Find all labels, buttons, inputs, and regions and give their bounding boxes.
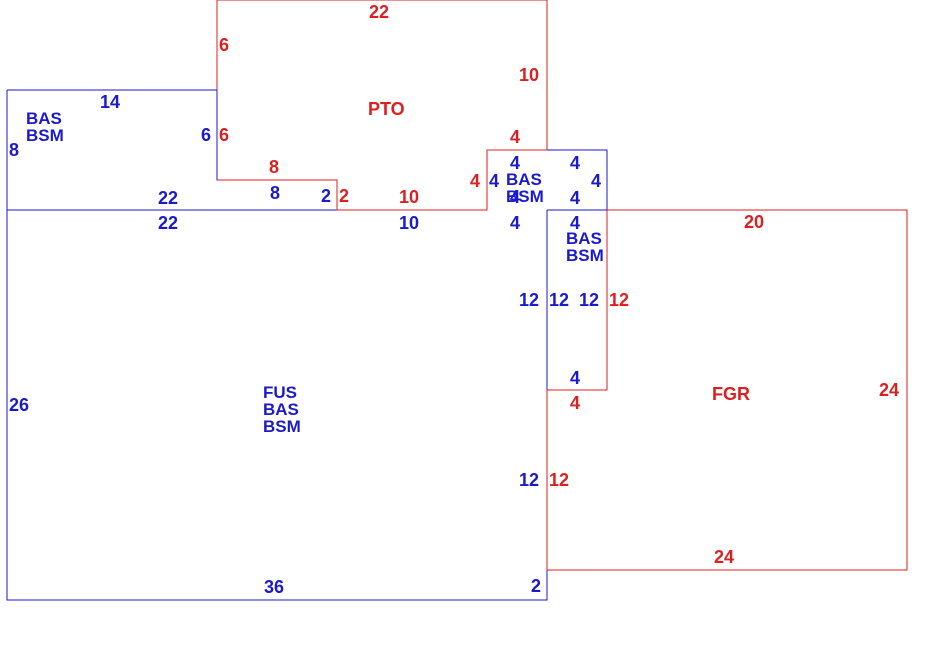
dimension-label: 12 bbox=[609, 290, 629, 310]
dimension-label: 4 bbox=[591, 171, 601, 191]
dimension-label: 2 bbox=[321, 186, 331, 206]
dimension-label: 4 bbox=[510, 127, 520, 147]
upper-left-area-label-2: BSM bbox=[26, 126, 64, 145]
pto-area-label: PTO bbox=[368, 99, 405, 119]
side-strip-area-label-1: BAS bbox=[566, 229, 602, 248]
main-area-label-3: BSM bbox=[263, 417, 301, 436]
dimension-label: 12 bbox=[549, 470, 569, 490]
dimension-label: 8 bbox=[269, 157, 279, 177]
dimension-label: 8 bbox=[9, 140, 19, 160]
garage-outline bbox=[546, 209, 908, 571]
dimension-label: 24 bbox=[714, 547, 734, 567]
dimension-label: 4 bbox=[470, 171, 480, 191]
side-strip-area-label-2: BSM bbox=[566, 246, 604, 265]
small-square-area-label-1: BAS bbox=[506, 170, 542, 189]
dimension-label: 22 bbox=[369, 2, 389, 22]
dimension-label: 2 bbox=[339, 186, 349, 206]
upper-left-area-label-1: BAS bbox=[26, 109, 62, 128]
dimension-label: 4 bbox=[510, 213, 520, 233]
dimension-label: 12 bbox=[519, 290, 539, 310]
dimension-label: 4 bbox=[570, 393, 580, 413]
dimension-label: 4 bbox=[570, 368, 580, 388]
porch-bottom-outline bbox=[217, 149, 547, 211]
porch-outline bbox=[216, 0, 548, 150]
dimension-label: 4 bbox=[570, 153, 580, 173]
dimension-label: 12 bbox=[579, 290, 599, 310]
dimension-label: 6 bbox=[219, 125, 229, 145]
dimension-label: 12 bbox=[549, 290, 569, 310]
dimension-label: 4 bbox=[570, 213, 580, 233]
dimension-label: 12 bbox=[519, 470, 539, 490]
dimension-label: 26 bbox=[9, 395, 29, 415]
dimension-label: 4 bbox=[489, 171, 499, 191]
dimension-label: 24 bbox=[879, 380, 899, 400]
dimension-label: 22 bbox=[158, 213, 178, 233]
dimension-label: 4 bbox=[510, 187, 520, 207]
dimension-label: 6 bbox=[201, 125, 211, 145]
dimension-label: 6 bbox=[219, 35, 229, 55]
dimension-label: 14 bbox=[100, 92, 120, 112]
dimension-label: 20 bbox=[744, 212, 764, 232]
dimension-label: 22 bbox=[158, 188, 178, 208]
fgr-area-label: FGR bbox=[712, 384, 750, 404]
dimension-label: 10 bbox=[399, 213, 419, 233]
dimension-label: 36 bbox=[264, 577, 284, 597]
dimension-label: 10 bbox=[399, 187, 419, 207]
main-area-label-2: BAS bbox=[263, 400, 299, 419]
small-square-area-label-2: BSM bbox=[506, 187, 544, 206]
main-area-label-1: FUS bbox=[263, 383, 297, 402]
dimension-label: 4 bbox=[510, 153, 520, 173]
dimension-label: 2 bbox=[531, 576, 541, 596]
dimension-label: 10 bbox=[519, 65, 539, 85]
dimension-label: 4 bbox=[570, 188, 580, 208]
dimension-label: 8 bbox=[270, 183, 280, 203]
